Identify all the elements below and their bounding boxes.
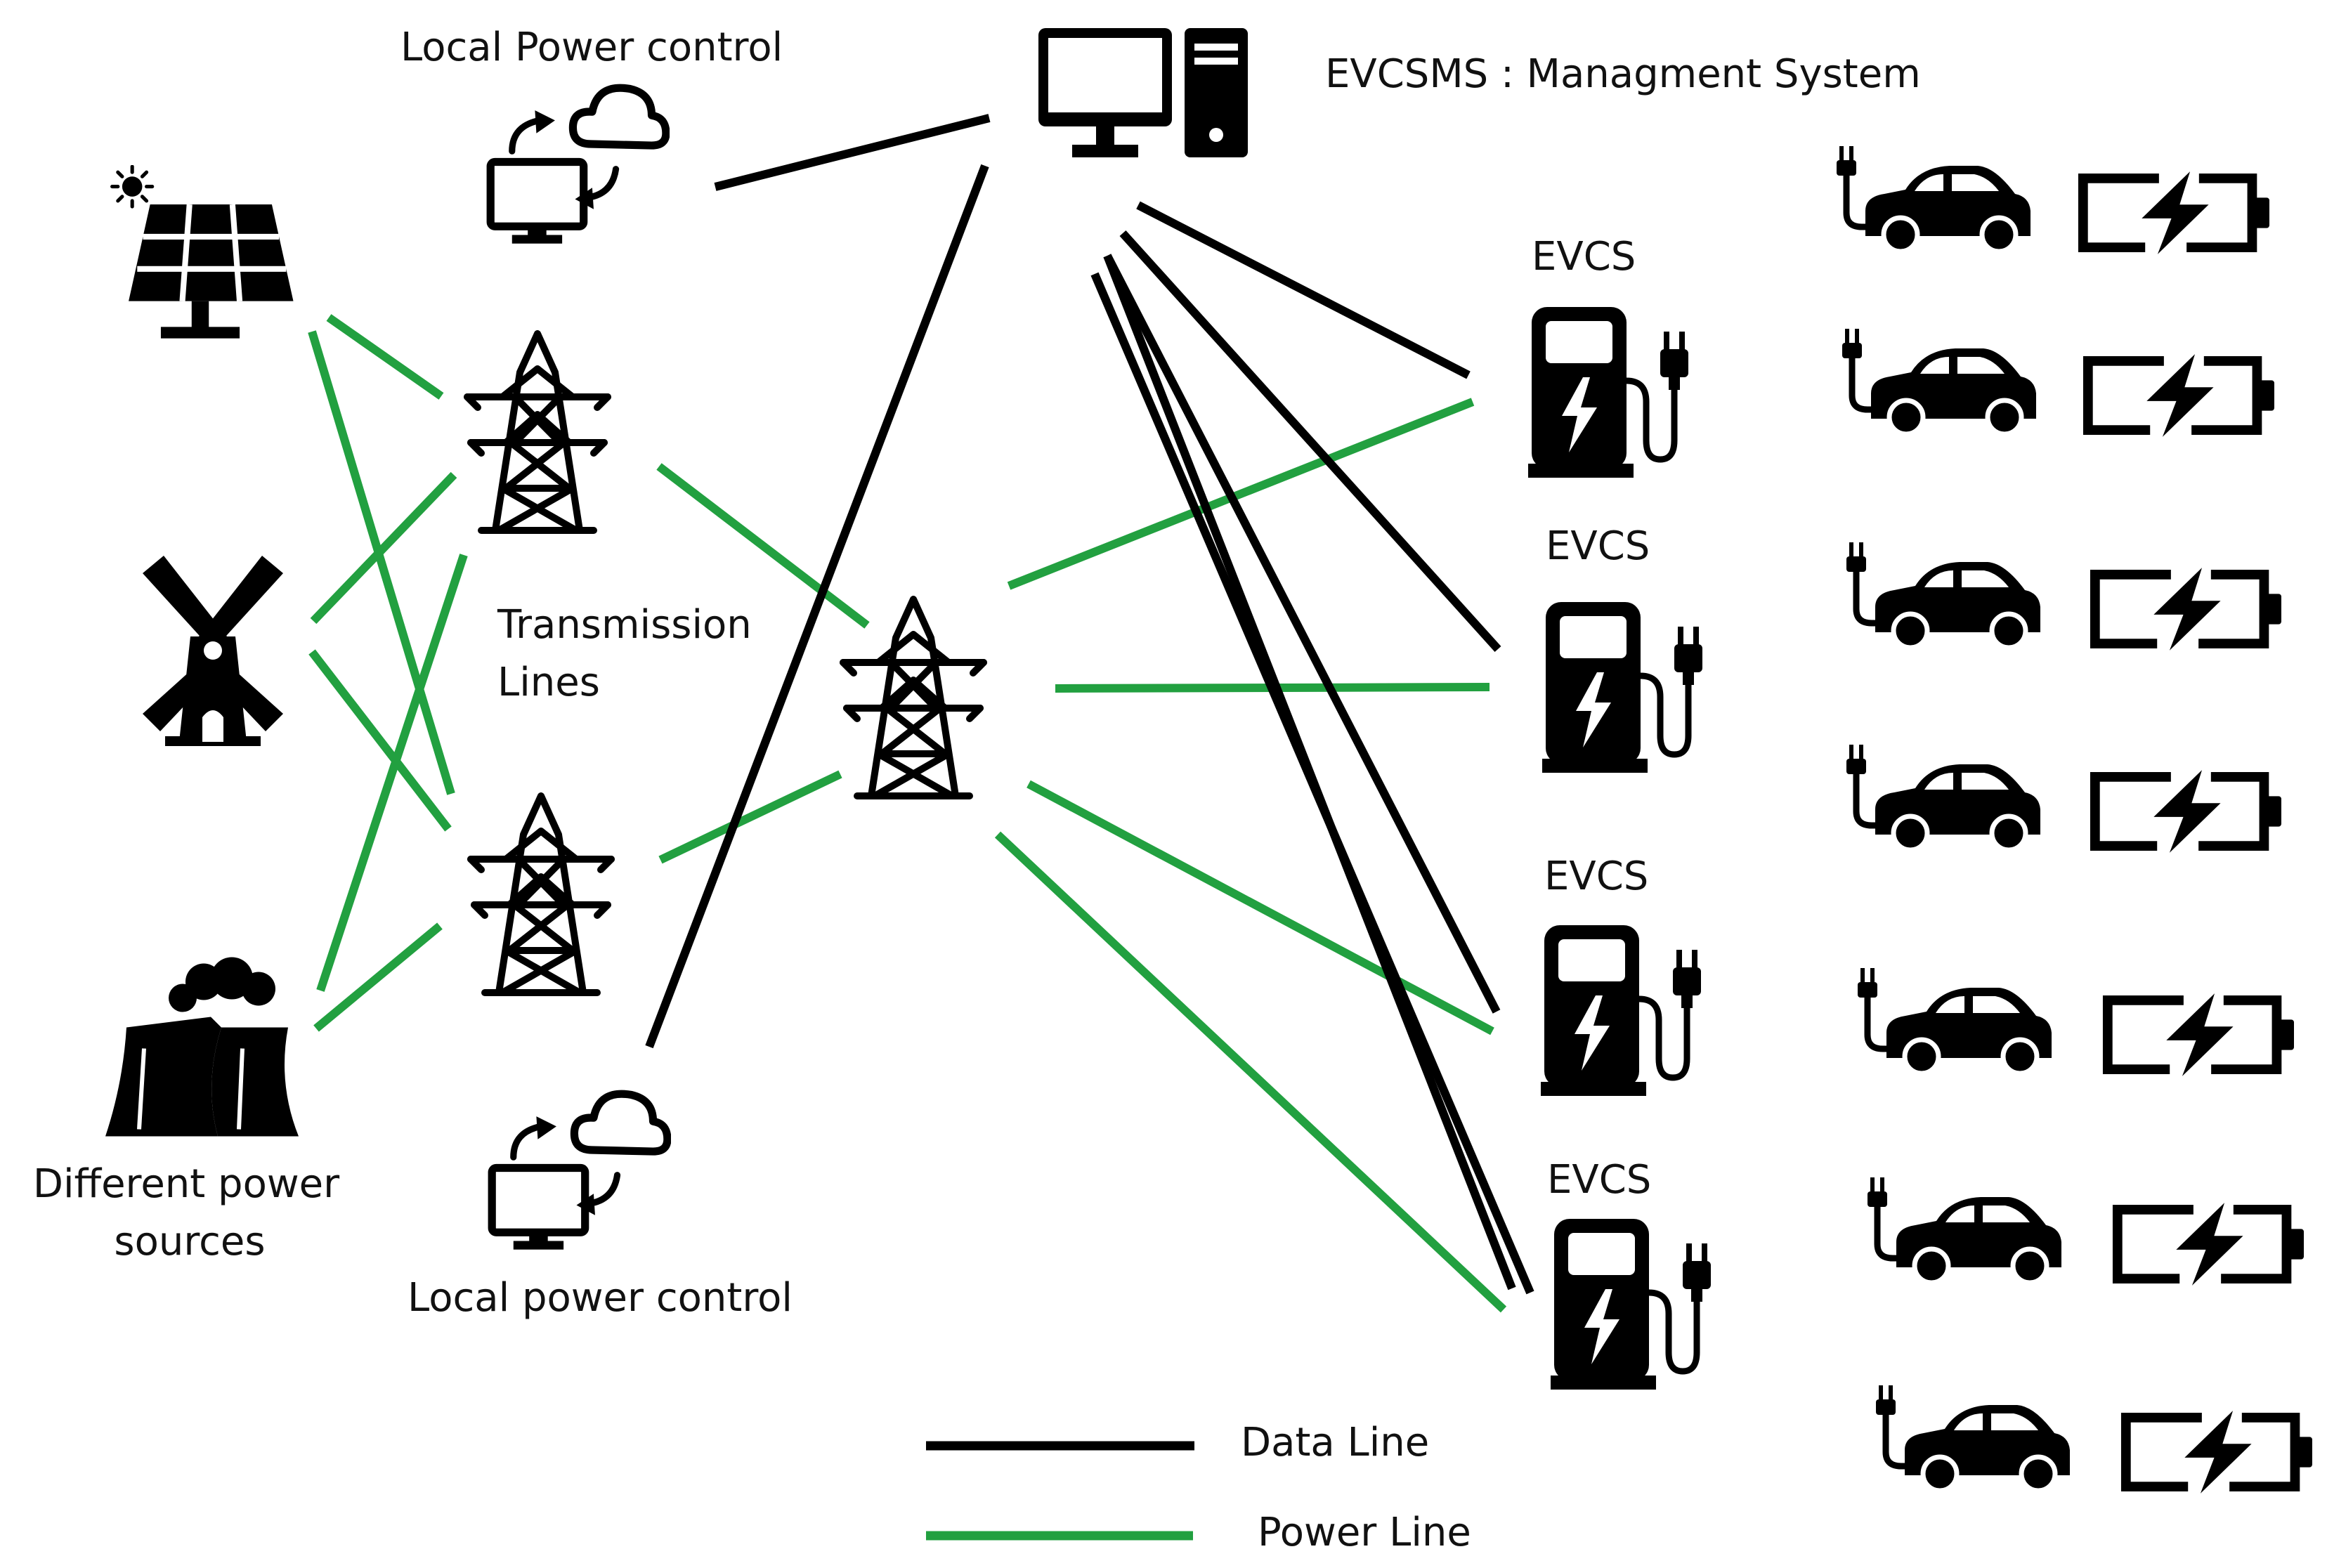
- power-line: [1007, 398, 1475, 590]
- transmission-tower-icon-central: [843, 599, 984, 796]
- plugged-car-icon: [1858, 968, 2052, 1073]
- power-line: [1026, 780, 1494, 1035]
- plugged-car-icon: [1846, 745, 2040, 850]
- power-sources-label-line1: Different power: [33, 1161, 340, 1207]
- power-plant-icon: [105, 958, 299, 1137]
- power-line: [308, 330, 455, 795]
- charging-battery-icon: [2126, 1411, 2312, 1494]
- charging-battery-icon: [2095, 568, 2281, 651]
- local-power-control-top-icon: [490, 88, 666, 244]
- data-line: [1136, 201, 1471, 379]
- data-line: [714, 114, 991, 191]
- power-line: [310, 471, 457, 625]
- power-line: [994, 831, 1507, 1313]
- ev-charging-station-icon: [1541, 925, 1701, 1096]
- charging-battery-icon: [2118, 1203, 2304, 1286]
- local-power-control-bottom-label: Local power control: [408, 1275, 793, 1321]
- transmission-lines-label-line1: Transmission: [497, 602, 752, 648]
- transmission-tower-icon-top: [467, 334, 608, 530]
- charging-battery-icon: [2095, 770, 2281, 853]
- ev-charging-station-icon: [1551, 1219, 1711, 1390]
- charging-battery-icon: [2088, 354, 2274, 437]
- charging-battery-icon: [2108, 993, 2294, 1076]
- charging-battery-icon: [2083, 171, 2269, 254]
- evcs-label: EVCS: [1532, 234, 1636, 280]
- plugged-car-icon: [1837, 146, 2031, 251]
- power-line-legend-label: Power Line: [1258, 1510, 1471, 1555]
- plugged-car-icon: [1842, 329, 2036, 434]
- plugged-car-icon: [1846, 542, 2040, 648]
- plugged-car-icon: [1868, 1177, 2061, 1283]
- management-system-computer-icon: [1038, 28, 1248, 157]
- data-line: [1103, 254, 1501, 1014]
- evcs-label: EVCS: [1544, 854, 1648, 899]
- data-line-legend-label: Data Line: [1241, 1420, 1429, 1465]
- power-line: [316, 554, 468, 992]
- windmill-icon: [143, 556, 283, 746]
- evcs-label: EVCS: [1547, 1157, 1651, 1203]
- local-power-control-top-label: Local Power control: [400, 25, 783, 70]
- power-line: [308, 649, 452, 832]
- plugged-car-icon: [1876, 1385, 2070, 1491]
- local-power-control-bottom-icon: [492, 1094, 667, 1250]
- power-line: [656, 463, 870, 629]
- connection-lines: [308, 114, 1534, 1313]
- ev-charging-station-icon: [1528, 307, 1688, 478]
- transmission-lines-label-line2: Lines: [497, 660, 600, 705]
- evcs-label: EVCS: [1546, 523, 1650, 569]
- transmission-tower-icon-bottom: [471, 796, 611, 993]
- data-line: [1090, 272, 1534, 1295]
- solar-panel-icon: [112, 166, 294, 339]
- power-sources-label-line2: sources: [114, 1219, 265, 1265]
- legend: Data Line Power Line: [926, 1420, 1471, 1555]
- management-system-label: EVCSMS : Managment System: [1325, 51, 1921, 97]
- data-line: [1119, 230, 1501, 653]
- power-line: [658, 770, 842, 864]
- power-line: [313, 922, 443, 1032]
- data-line: [645, 164, 989, 1049]
- power-line: [326, 314, 444, 400]
- ev-charging-station-icon: [1542, 602, 1702, 773]
